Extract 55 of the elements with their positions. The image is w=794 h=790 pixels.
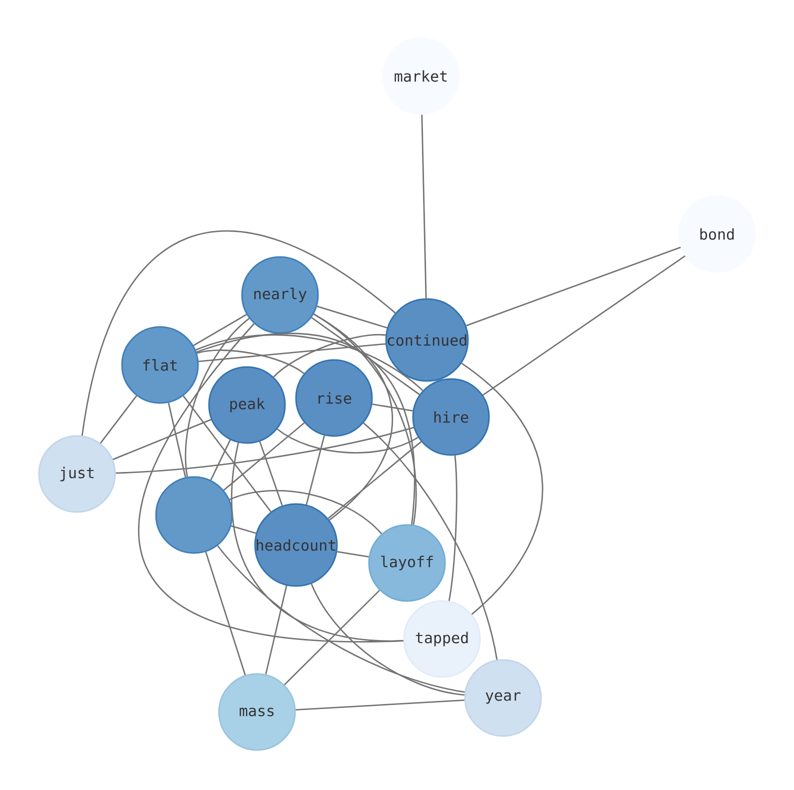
edge-line [311,316,420,396]
word-node: headcount [254,503,338,587]
edge-line [193,314,247,346]
word-node: layoff [368,524,446,602]
edge-line [316,306,388,328]
edge-line [182,396,272,512]
edge-line [273,334,386,378]
word-node: continued [385,298,469,382]
edge-line [116,426,414,474]
edge-line [265,585,288,674]
empty-node [155,476,233,554]
edge-line [185,318,250,477]
edge-line [313,313,393,521]
edge-line [466,246,681,326]
edge-line [230,442,404,642]
word-node: flat [121,326,199,404]
edge-line [363,422,498,660]
edge-line [205,552,246,676]
word-node: hire [412,378,490,456]
edge-line [448,456,458,602]
edge-line [196,350,304,374]
edge-line [461,362,544,615]
word-node: market [382,37,460,115]
word-node: nearly [241,256,319,334]
word-node: mass [218,673,296,751]
word-node: bond [678,195,756,273]
edge-line [223,422,305,491]
edge-line [230,525,256,534]
edge-line [210,440,231,480]
edge-line [81,230,396,436]
edge-line [284,590,380,686]
edge-line [217,545,465,693]
edge-line [310,583,464,696]
edge-line [313,314,417,525]
edge-line [168,402,186,478]
edge-line [100,395,138,444]
edge-line [372,404,413,412]
word-node: rise [295,359,373,437]
edge-line [229,490,382,534]
word-node: peak [208,366,286,444]
word-node: just [38,435,116,513]
edge-line [328,441,422,519]
edge-line [259,441,283,506]
edge-line [306,435,325,505]
word-node: tapped [403,600,481,678]
edge-line [112,418,212,460]
edge-line [296,700,464,710]
edge-line [196,332,416,525]
edge-line [421,114,427,298]
edge-line [198,343,386,362]
word-node: year [464,659,542,737]
edge-line [276,428,418,454]
edge-line [482,255,686,396]
edge-line [195,334,424,392]
edge-line [337,550,369,558]
